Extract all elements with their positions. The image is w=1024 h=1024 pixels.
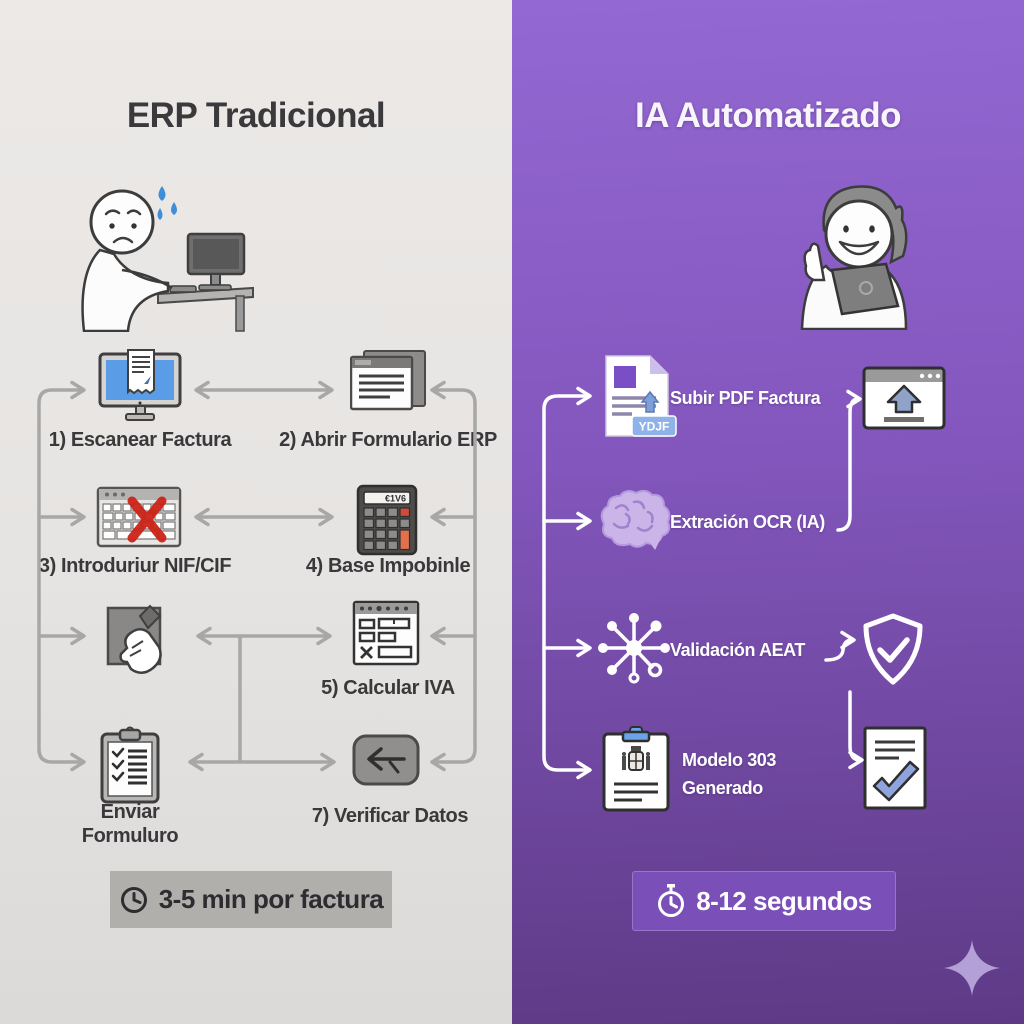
time-badge-erp-label: 3-5 min por factura	[158, 884, 384, 914]
time-badge-ia: 8-12 segundos	[632, 871, 896, 931]
network-nodes-icon	[598, 613, 670, 684]
step-label-subir-pdf: Subir PDF Factura	[670, 388, 821, 408]
calculator-display: €1V6	[385, 494, 406, 504]
keyboard-error-icon	[96, 486, 182, 548]
step-label-abrir: 2) Abrir Formulario ERP	[279, 429, 497, 451]
step-label-base: 4) Base Impobinle	[305, 555, 471, 577]
clipboard-spain-icon	[602, 726, 670, 812]
spain-coat-of-arms	[622, 746, 650, 771]
step-label-aeat: Validación AEAT	[670, 640, 806, 660]
erp-window-icon	[350, 350, 426, 411]
step-label-enviar: Enviar Formuluro	[81, 801, 179, 847]
step-label-modelo-303: Modelo 303 Generado	[682, 750, 777, 798]
step-label-verificar: 7) Verificar Datos	[311, 805, 469, 827]
clipboard-checklist-icon	[100, 726, 160, 804]
verify-arrow-icon	[352, 734, 420, 786]
step-label-introducir: 3) Introduriur NIF/CIF	[38, 555, 232, 577]
panel-erp-tradicional: ERP Tradicional	[0, 0, 512, 1024]
stressed-person-illustration	[81, 186, 254, 332]
brain-icon	[600, 489, 671, 550]
step-label-ocr: Extración OCR (IA)	[670, 512, 825, 532]
right-title: IA Automatizado	[634, 96, 902, 135]
sweat-drop	[158, 186, 166, 201]
pdf-badge-label: YDJF	[639, 420, 670, 434]
document-check-icon	[863, 726, 927, 810]
clock-icon	[120, 886, 147, 913]
panel-ia-automatizado: IA Automatizado YDJF	[512, 0, 1024, 1024]
step-label-escanear: 1) Escanear Factura	[48, 429, 232, 451]
time-badge-ia-label: 8-12 segundos	[696, 885, 872, 916]
happy-person-illustration	[800, 185, 908, 330]
shield-check-icon	[863, 613, 923, 685]
sparkle-icon	[944, 940, 1000, 996]
calculator-icon: €1V6	[356, 484, 418, 556]
error-x-mark	[127, 496, 167, 543]
scan-monitor-icon	[98, 349, 182, 421]
browser-upload-icon	[862, 366, 946, 430]
pdf-document-icon: YDJF	[605, 355, 677, 437]
form-window-icon	[352, 600, 420, 666]
left-title: ERP Tradicional	[126, 96, 386, 135]
time-badge-erp: 3-5 min por factura	[110, 871, 392, 928]
sign-document-icon	[106, 604, 162, 674]
stopwatch-icon	[658, 884, 685, 917]
step-label-calcular: 5) Calcular IVA	[321, 677, 455, 699]
